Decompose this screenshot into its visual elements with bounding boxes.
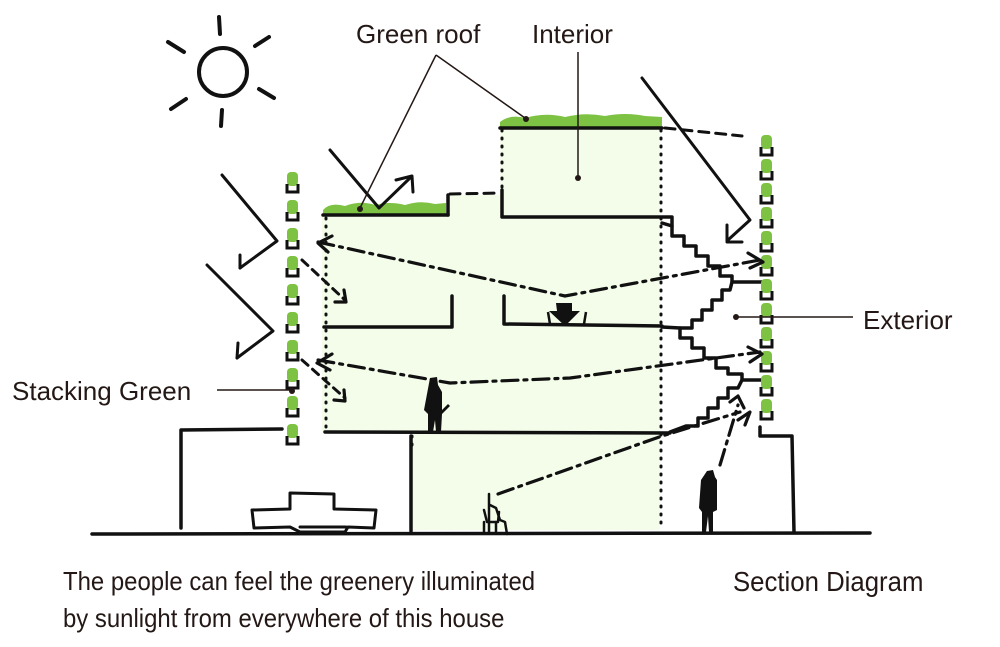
- green-pot: [285, 396, 300, 418]
- green-pot: [285, 256, 300, 278]
- stacking-green-left: [285, 172, 300, 446]
- person-seated-icon: [482, 492, 509, 536]
- leader-lines: [217, 52, 853, 394]
- dashed-roof-links: [448, 126, 744, 196]
- green-pot: [759, 183, 774, 205]
- green-pot: [759, 231, 774, 253]
- green-pot: [285, 424, 300, 446]
- green-roof-upper: [500, 114, 662, 127]
- sight-lines: [316, 240, 762, 496]
- green-pot: [759, 351, 774, 373]
- caption-line-2: by sunlight from everywhere of this hous…: [63, 603, 505, 633]
- building-structure: [90, 126, 872, 536]
- green-pot: [759, 303, 774, 325]
- green-pot: [285, 172, 300, 194]
- green-pot: [285, 200, 300, 222]
- sunlight-rays: [205, 76, 752, 360]
- stacking-green-right: [759, 135, 774, 421]
- green-pot: [285, 228, 300, 250]
- green-pot: [285, 284, 300, 306]
- interior-fill: [322, 125, 660, 530]
- plant-icon: [546, 303, 588, 326]
- green-roof-lower: [323, 202, 446, 214]
- person-standing-icon: [424, 377, 450, 432]
- green-pot: [759, 279, 774, 301]
- green-pot: [759, 399, 774, 421]
- label-exterior: Exterior: [863, 305, 953, 335]
- arrowheads: [315, 234, 765, 427]
- label-stacking-green: Stacking Green: [12, 376, 192, 406]
- green-pot: [759, 207, 774, 229]
- green-pot: [285, 312, 300, 334]
- label-interior: Interior: [532, 19, 613, 49]
- caption-line-1: The people can feel the greenery illumin…: [63, 566, 536, 596]
- person-standing-icon: [699, 470, 717, 532]
- green-pot: [759, 135, 774, 157]
- sun-icon: [166, 15, 276, 128]
- green-pot: [759, 159, 774, 181]
- green-pot: [759, 327, 774, 349]
- green-pot: [285, 340, 300, 362]
- sight-line-dashed: [300, 258, 347, 400]
- label-green-roof: Green roof: [356, 19, 481, 49]
- green-pot: [759, 255, 774, 277]
- car-icon: [250, 491, 378, 534]
- dotted-facade: [324, 128, 663, 532]
- green-pot: [759, 375, 774, 397]
- diagram-title: Section Diagram: [733, 566, 924, 597]
- green-pot: [285, 368, 300, 390]
- stairs: [660, 221, 764, 434]
